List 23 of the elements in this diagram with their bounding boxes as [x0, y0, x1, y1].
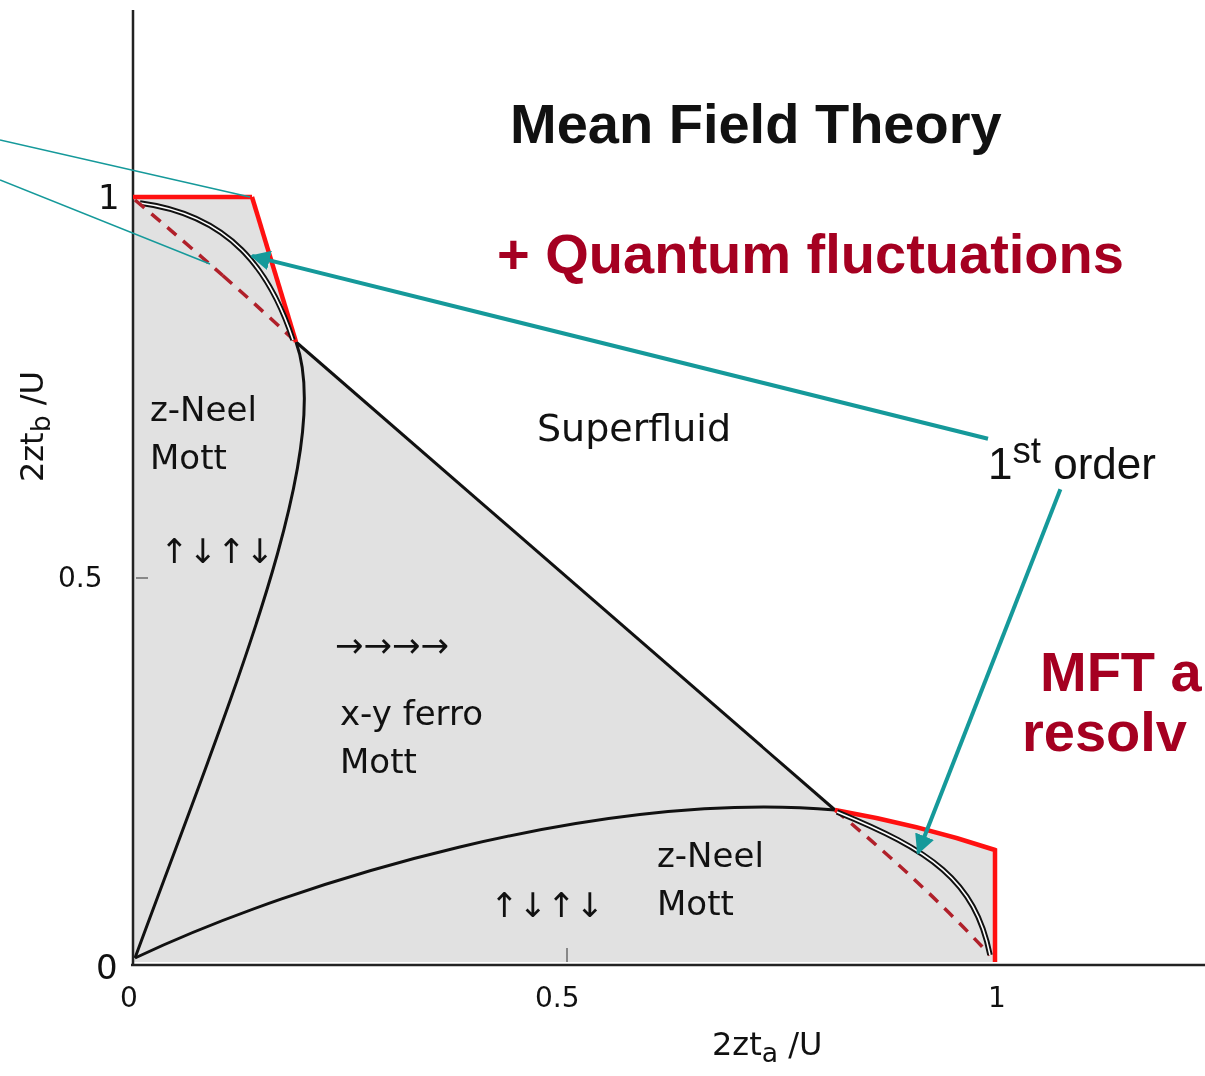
annotation-text: 1$^{st}$ order	[988, 430, 1156, 490]
spin-arrows: ↑↓↑↓	[160, 530, 275, 573]
double-line-curve	[139, 200, 296, 341]
heading: Mean Field Theory	[510, 92, 1002, 157]
region-label: x-y ferro Mott	[340, 692, 485, 783]
tick-label: 0	[120, 982, 138, 1015]
tick-label: 1	[98, 178, 120, 218]
region-label: z-Neel Mott	[657, 834, 765, 925]
tick-label: 0.5	[58, 562, 103, 595]
double-line-curve	[835, 809, 993, 956]
region-label: Superfluid	[537, 405, 733, 452]
arrow	[250, 250, 989, 441]
axis-label: 2zt$_{a}$ /U	[712, 1026, 823, 1070]
heading: + Quantum fluctuations	[497, 222, 1124, 287]
tick-label: 0	[96, 948, 118, 988]
leader-line	[0, 139, 251, 198]
leader-line	[0, 179, 211, 265]
spin-arrows: →→→→	[335, 624, 450, 667]
boundary-line	[133, 194, 252, 200]
tick-label: 1	[988, 982, 1006, 1015]
region-label: z-Neel Mott	[150, 388, 258, 479]
arrow	[915, 488, 1063, 855]
tick-label: 0.5	[535, 982, 580, 1015]
